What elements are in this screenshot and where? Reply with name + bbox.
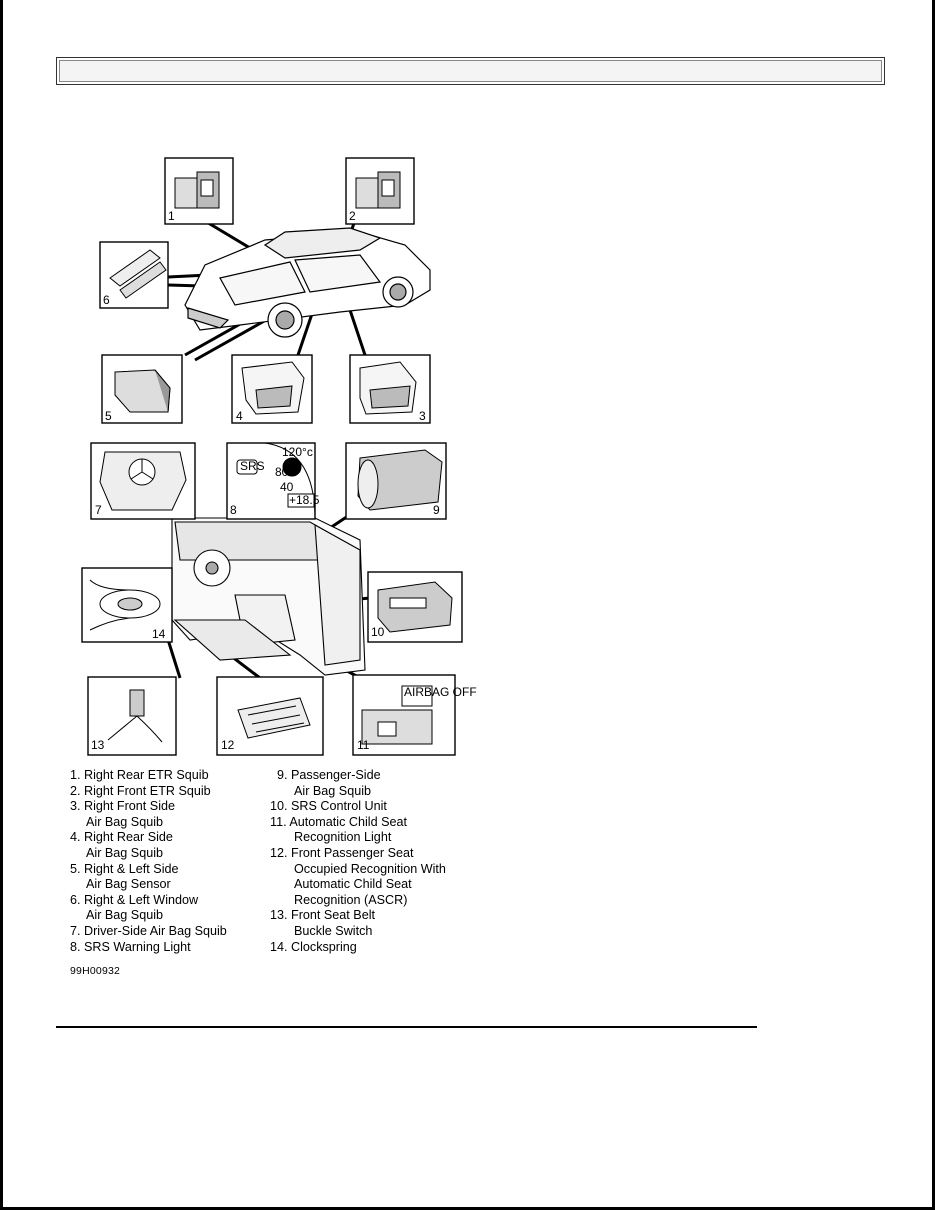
callout-number-2: 2 [349, 209, 356, 223]
callout-number-11: 11 [357, 738, 370, 752]
legend-item-3: 3. Right Front Side [70, 799, 175, 814]
header-bar [56, 57, 885, 85]
page-border-right [932, 0, 935, 1210]
legend-item-13: 13. Front Seat Belt [270, 908, 376, 923]
page-border-bottom [0, 1207, 935, 1210]
callout-number-14: 14 [152, 627, 166, 641]
inset-text: 120°c 80 40 +18.5 SRS AIRBAG OFF [240, 445, 477, 699]
gauge-temp-label: 120°c [282, 445, 313, 459]
callout-number-9: 9 [433, 503, 440, 517]
legend-item-3-cont: Air Bag Squib [86, 814, 164, 829]
steering-wheel-pad-sketch [99, 451, 187, 511]
legend-item-4: 4. Right Rear Side [70, 830, 173, 845]
legend-item-10: 10. SRS Control Unit [270, 799, 387, 814]
legend-item-6: 6. Right & Left Window [70, 892, 199, 907]
component-sketches [89, 171, 453, 745]
legend-item-11: 11. Automatic Child Seat [270, 814, 407, 829]
car-exterior [184, 227, 431, 338]
etr-squib-sketch-2 [355, 171, 401, 209]
legend-item-5-cont: Air Bag Sensor [86, 877, 171, 892]
callout-number-13: 13 [91, 738, 105, 752]
clockspring-sketch [89, 579, 161, 631]
diagram-svg: 120°c 80 40 +18.5 SRS AIRBAG OFF 1 2 3 4… [81, 157, 477, 756]
legend-item-12-cont-3: Recognition (ASCR) [294, 892, 408, 907]
legend-item-9-cont: Air Bag Squib [294, 783, 372, 798]
callout-number-5: 5 [105, 409, 112, 423]
airbag-off-label: AIRBAG OFF [404, 685, 477, 699]
car-interior [171, 517, 366, 676]
legend-item-12: 12. Front Passenger Seat [270, 845, 414, 860]
legend-item-6-cont: Air Bag Squib [86, 908, 164, 923]
callout-number-8: 8 [230, 503, 237, 517]
callout-number-7: 7 [95, 503, 102, 517]
gauge-40-label: 40 [280, 480, 294, 494]
occupied-recognition-mat-sketch [237, 697, 311, 739]
legend-item-14: 14. Clockspring [270, 939, 357, 954]
rear-door-sketch [241, 361, 305, 415]
callout-number-3: 3 [419, 409, 426, 423]
srs-lamp-label: SRS [240, 459, 265, 473]
legend-item-9: 9. Passenger-Side [277, 768, 381, 782]
page-border-left [0, 0, 3, 1210]
etr-squib-sketch-1 [174, 171, 220, 209]
front-door-sketch [359, 361, 417, 415]
srs-control-unit-sketch [377, 581, 453, 633]
legend-item-13-cont: Buckle Switch [294, 923, 373, 938]
legend-item-5: 5. Right & Left Side [70, 861, 179, 876]
srs-component-locator-figure: 120°c 80 40 +18.5 SRS AIRBAG OFF 1 2 3 4… [60, 150, 480, 765]
gauge-80-label: 80 [275, 465, 289, 479]
legend-item-8: 8. SRS Warning Light [70, 939, 191, 954]
bottom-rule [56, 1026, 757, 1028]
figure-id: 99H00932 [70, 965, 121, 977]
legend-item-11-cont: Recognition Light [294, 830, 392, 845]
side-airbag-sensor-sketch [114, 369, 171, 413]
gauge-readout-label: +18.5 [289, 493, 320, 507]
legend-left-column: 1. Right Rear ETR Squib 2. Right Front E… [70, 768, 270, 955]
instrument-cluster-sketch [236, 442, 316, 520]
seat-belt-buckle-sketch [107, 689, 163, 743]
callout-number-6: 6 [103, 293, 110, 307]
callout-number-4: 4 [236, 409, 243, 423]
legend-item-4-cont: Air Bag Squib [86, 845, 164, 860]
legend-item-12-cont-2: Automatic Child Seat [294, 877, 412, 892]
passenger-airbag-module-sketch [357, 449, 443, 511]
callout-number-12: 12 [221, 738, 235, 752]
legend-right-column: 9. Passenger-Side Air Bag Squib 10. SRS … [270, 768, 480, 955]
callout-numbers: 1 2 3 4 5 6 7 8 9 10 11 12 13 14 [91, 209, 440, 752]
callout-number-10: 10 [371, 625, 385, 639]
child-seat-recognition-light-sketch [361, 685, 433, 745]
legend-item-2: 2. Right Front ETR Squib [70, 783, 211, 798]
window-airbag-squib-sketch [109, 249, 167, 299]
legend-item-7: 7. Driver-Side Air Bag Squib [70, 923, 227, 938]
legend-item-12-cont-1: Occupied Recognition With [294, 861, 446, 876]
callout-number-1: 1 [168, 209, 175, 223]
legend-item-1: 1. Right Rear ETR Squib [70, 768, 209, 782]
